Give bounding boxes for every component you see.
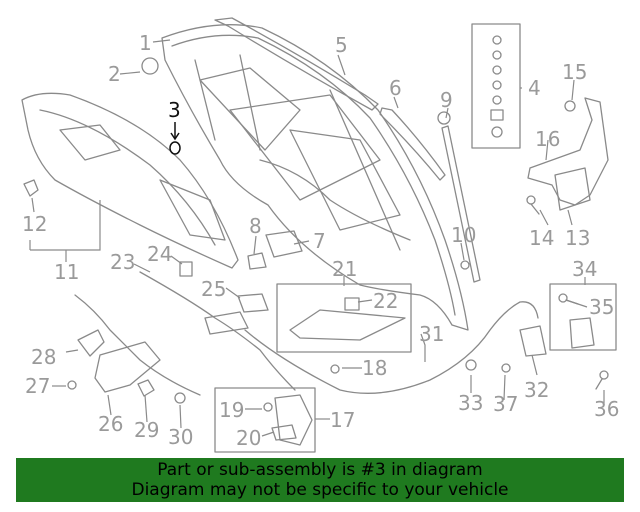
- banner-line-1: Part or sub-assembly is #3 in diagram: [157, 460, 483, 480]
- callout-35: 35: [589, 295, 615, 319]
- callout-15: 15: [562, 60, 588, 84]
- fastener-group: [471, 23, 521, 149]
- callout-22: 22: [373, 289, 399, 313]
- info-banner: Part or sub-assembly is #3 in diagram Di…: [16, 458, 624, 502]
- callout-9: 9: [440, 88, 453, 112]
- parts-diagram: [21, 17, 617, 453]
- callout-7: 7: [313, 229, 326, 253]
- release-cable-23: [139, 271, 296, 391]
- leader-lines: [29, 39, 605, 437]
- callout-25: 25: [201, 277, 227, 301]
- insulation-pad: [21, 92, 239, 269]
- callout-30: 30: [168, 425, 194, 449]
- callout-1: 1: [139, 31, 152, 55]
- callout-6: 6: [389, 76, 402, 100]
- callout-12: 12: [22, 212, 48, 236]
- callout-2: 2: [108, 62, 121, 86]
- callout-8: 8: [249, 214, 262, 238]
- callout-13: 13: [565, 226, 591, 250]
- callout-28: 28: [31, 345, 57, 369]
- release-cable-31: [244, 301, 539, 394]
- callout-10: 10: [451, 223, 477, 247]
- callout-3: 3: [168, 98, 181, 122]
- callout-21: 21: [332, 257, 358, 281]
- hood-panel: [161, 24, 469, 331]
- callout-37: 37: [493, 392, 519, 416]
- callout-20: 20: [236, 426, 262, 450]
- callout-27: 27: [25, 374, 51, 398]
- callout-34: 34: [572, 257, 598, 281]
- assembly-box-17: [214, 387, 316, 453]
- callout-19: 19: [219, 398, 245, 422]
- highlighted-part-3: [169, 122, 181, 155]
- callout-26: 26: [98, 412, 124, 436]
- callout-23: 23: [110, 250, 136, 274]
- callout-29: 29: [134, 418, 160, 442]
- seal-strip-6: [379, 107, 446, 181]
- callout-24: 24: [147, 242, 173, 266]
- callout-16: 16: [535, 127, 561, 151]
- callout-4: 4: [528, 76, 541, 100]
- release-handle-28: [77, 329, 105, 357]
- callout-36: 36: [594, 397, 620, 421]
- callout-31: 31: [419, 322, 445, 346]
- assembly-box-34: [549, 283, 617, 351]
- fastener-icons: [490, 35, 504, 138]
- gas-strut: [437, 111, 481, 283]
- callout-18: 18: [362, 356, 388, 380]
- latch-26: [94, 341, 161, 393]
- hood-hinge: [527, 97, 609, 206]
- callout-5: 5: [335, 33, 348, 57]
- callout-14: 14: [529, 226, 555, 250]
- callout-33: 33: [458, 391, 484, 415]
- callout-32: 32: [524, 378, 550, 402]
- callout-11: 11: [54, 260, 80, 284]
- banner-line-2: Diagram may not be specific to your vehi…: [131, 480, 509, 500]
- seal-strip-5: [214, 17, 379, 111]
- callout-17: 17: [330, 408, 356, 432]
